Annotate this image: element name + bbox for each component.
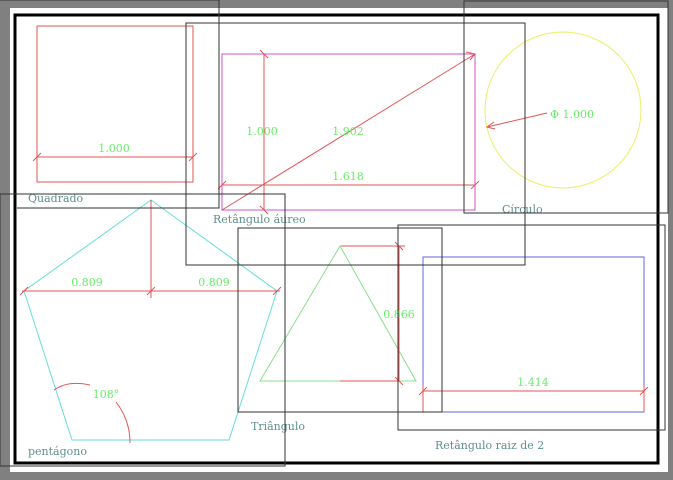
angle-arc-top [53,382,91,391]
golden-rectangle-outline[interactable] [221,53,476,211]
pentagon-angle-text: 108° [93,388,120,401]
paper-sheet [10,8,668,472]
circle-outline[interactable] [484,31,642,189]
pentagon-selection-box [0,193,286,467]
pentagon-right-width-text: 0.809 [198,276,230,289]
golden-diagonal-dim-line [221,53,476,211]
square-selection-box [0,0,220,209]
square-shape[interactable]: 1.000 Quadrado [28,25,198,205]
pentagon-outline[interactable] [23,199,278,441]
golden-rectangle-label: Retângulo áureo [213,213,306,226]
angle-arc-bottom [115,401,131,444]
triangle-height-text: 0.866 [383,308,415,321]
golden-width-text: 1.618 [332,170,364,183]
golden-height-text: 1.000 [246,125,278,138]
square-outline[interactable] [36,25,194,183]
root2-rectangle-label: Retângulo raiz de 2 [435,439,544,452]
circle-diameter-leader [486,112,548,128]
root2-rectangle-outline[interactable] [422,256,645,413]
circle-diameter-text: Φ 1.000 [550,108,594,121]
pentagon-shape[interactable]: 0.809 0.809 108° pentágono [19,199,282,458]
pentagon-left-width-text: 0.809 [71,276,103,289]
root2-rectangle-shape[interactable]: 1.414 Retângulo raiz de 2 [418,256,649,452]
selection-boxes [0,0,669,467]
golden-rectangle-shape[interactable]: 1.000 1.902 1.618 Retângulo áureo [213,49,480,226]
golden-diagonal-text: 1.902 [332,125,364,138]
triangle-selection-box [237,227,443,413]
circle-selection-box [463,0,669,214]
square-width-dimension[interactable]: 1.000 [32,142,198,162]
square-width-text: 1.000 [98,142,130,155]
circle-label: Círculo [502,203,543,216]
golden-selection-box [185,22,526,266]
square-label: Quadrado [28,192,84,205]
triangle-outline[interactable] [259,245,417,382]
triangle-label: Triângulo [251,420,305,433]
pentagon-label: pentágono [28,445,87,458]
root2-width-text: 1.414 [517,376,549,389]
triangle-shape[interactable]: 0.866 Triângulo [251,241,417,433]
drawing-frame [13,13,660,465]
root2-selection-box [397,224,666,431]
